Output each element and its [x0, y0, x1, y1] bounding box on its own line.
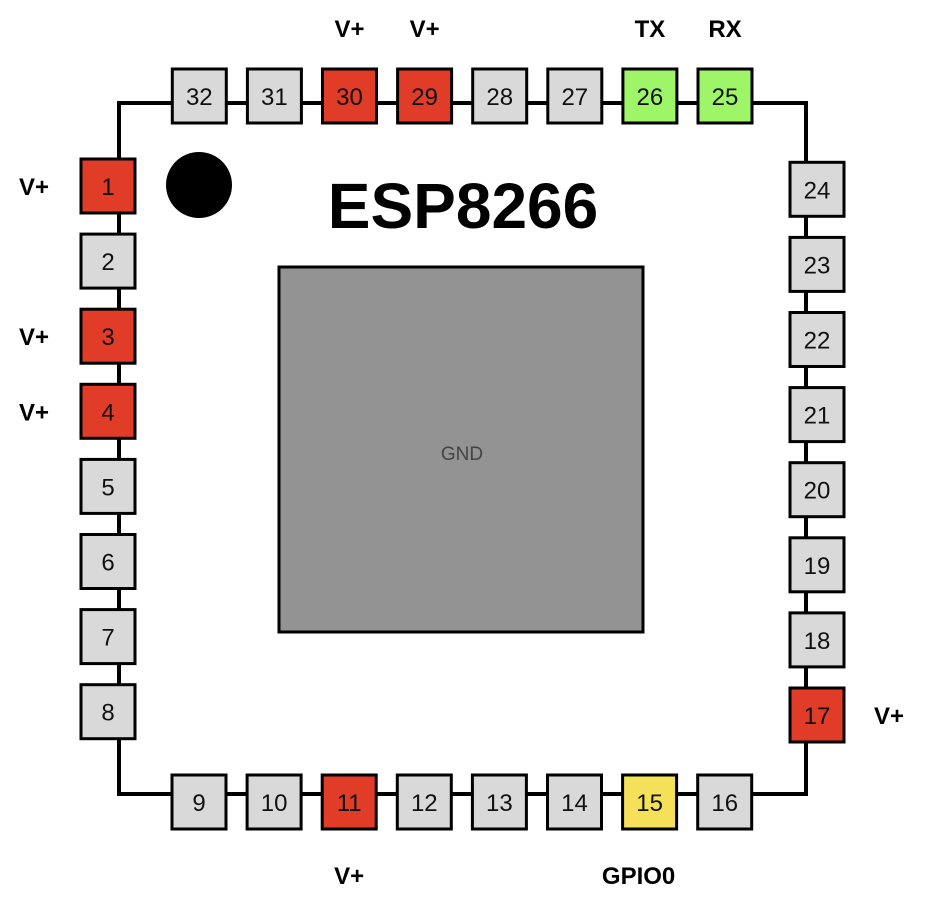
pin-9-number: 9 [192, 790, 205, 817]
pin-15-square [621, 773, 679, 831]
pin-20-number: 20 [804, 478, 831, 505]
pin-11-function-label: V+ [334, 863, 364, 890]
pin-24-square [788, 160, 846, 218]
pin-22-square [788, 311, 846, 368]
pin-23-number: 23 [804, 252, 831, 279]
pin-31-number: 31 [261, 84, 288, 111]
pin-4-function-label: V+ [19, 399, 49, 426]
pin-2-square [79, 232, 137, 290]
pin-23-square [788, 235, 846, 293]
pin-4-square [79, 382, 137, 440]
pin-11-number: 11 [337, 790, 362, 817]
pin-10-number: 10 [261, 790, 288, 817]
pin-25-function-label: RX [708, 16, 741, 43]
pin-29-number: 29 [411, 84, 438, 111]
pin-14-number: 14 [561, 790, 588, 817]
pin-13-number: 13 [486, 790, 513, 817]
pin-2-number: 2 [101, 249, 114, 276]
pin-1-square [79, 157, 137, 215]
pin-16-number: 16 [711, 790, 738, 817]
pin-10-square [245, 773, 303, 831]
pin-28-square [471, 67, 529, 125]
pin-16-square [696, 773, 754, 831]
pin-26-square [621, 67, 679, 125]
pin-25-number: 25 [712, 84, 739, 111]
pin-8-square [79, 683, 137, 741]
pin1-marker-dot [166, 152, 232, 218]
pin-1-number: 1 [101, 174, 114, 201]
ground-pad [277, 265, 645, 634]
pin-28-number: 28 [486, 84, 513, 111]
pin-22-number: 22 [804, 328, 831, 355]
pin-11-square [320, 773, 378, 831]
pin-20-square [788, 461, 846, 519]
pin-25-square [696, 67, 754, 125]
pin-29-function-label: V+ [410, 16, 440, 43]
pin-29-square [396, 67, 454, 125]
ground-pad-label: GND [441, 444, 483, 465]
pin-3-number: 3 [101, 324, 114, 351]
pin-26-number: 26 [637, 84, 664, 111]
pin-12-number: 12 [411, 790, 438, 817]
pin-5-square [79, 457, 137, 515]
pin-24-number: 24 [804, 177, 831, 204]
pin-18-number: 18 [804, 628, 831, 655]
pin-5-number: 5 [101, 474, 114, 501]
pin-7-number: 7 [101, 625, 114, 652]
pin-1-function-label: V+ [19, 174, 49, 201]
pin-15-function-label: GPIO0 [602, 863, 675, 890]
pin-3-square [79, 307, 137, 365]
pin-27-number: 27 [561, 84, 588, 111]
pin-19-square [788, 536, 846, 594]
pin-30-function-label: V+ [334, 16, 364, 43]
pin-18-square [788, 611, 846, 669]
pin-15-number: 15 [636, 790, 663, 817]
pin-19-number: 19 [804, 553, 831, 580]
pin-32-number: 32 [186, 84, 213, 111]
pin-27-square [546, 67, 604, 125]
chip-title: ESP8266 [328, 170, 598, 242]
pin-13-square [470, 773, 528, 831]
pin-17-number: 17 [804, 703, 831, 730]
pin-32-square [170, 67, 228, 125]
pin-17-square [788, 686, 846, 744]
pin-31-square [245, 67, 303, 125]
pin-26-function-label: TX [635, 16, 666, 43]
pin-3-function-label: V+ [19, 324, 49, 351]
pin-17-function-label: V+ [874, 703, 904, 730]
pin-8-number: 8 [101, 700, 114, 727]
pin-6-square [79, 533, 137, 590]
pin-12-square [395, 773, 453, 831]
pin-30-square [321, 67, 378, 125]
pin-6-number: 6 [101, 550, 114, 577]
pin-4-number: 4 [101, 399, 114, 426]
pin-21-square [788, 386, 846, 444]
pin-9-square [170, 773, 228, 831]
pin-21-number: 21 [804, 403, 831, 430]
pin-14-square [546, 773, 603, 831]
pin-30-number: 30 [336, 84, 363, 111]
pin-7-square [79, 608, 137, 666]
